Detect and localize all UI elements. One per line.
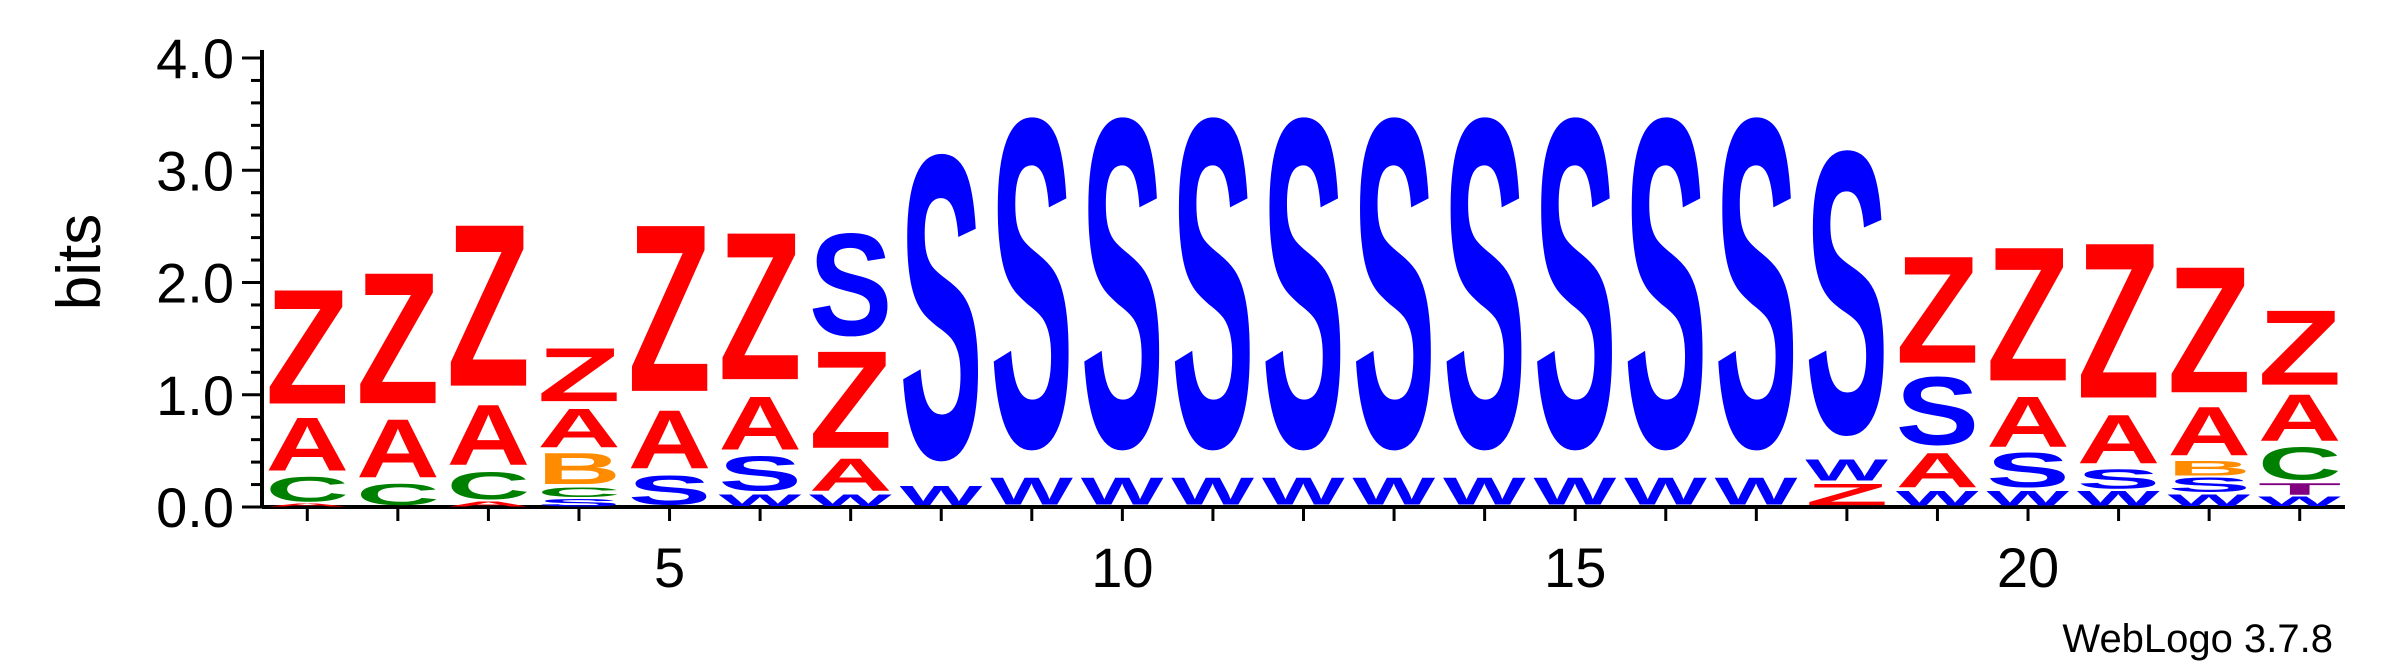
logo-letter-w: W: [1171, 470, 1254, 513]
logo-letter-s: S: [718, 447, 801, 501]
chart-axes: 0.0 1.0 2.0 3.0 4.0 5 10 15 20: [156, 27, 2345, 599]
logo-letter-s: S: [1081, 19, 1164, 545]
logo-letter-z: Z: [537, 333, 620, 418]
logo-letter-a: A: [447, 387, 530, 484]
logo-letter-b: B: [2167, 456, 2250, 479]
logo-letter-s: S: [537, 496, 620, 508]
y-tick-label: 4.0: [156, 27, 234, 90]
logo-letter-s: S: [990, 19, 1073, 545]
logo-letter-s: S: [1262, 19, 1345, 545]
logo-letter-z: Z: [718, 188, 801, 425]
logo-letter-s: S: [900, 64, 983, 549]
x-tick-label: 5: [654, 536, 685, 599]
logo-letter-w: W: [1624, 470, 1707, 513]
logo-letter-s: S: [1896, 357, 1979, 466]
logo-letter-s: S: [2077, 463, 2160, 494]
logo-letter-a: A: [718, 380, 801, 466]
logo-letter-a: A: [2258, 381, 2341, 455]
logo-letter-a: A: [266, 401, 349, 487]
logo-letter-s: S: [809, 203, 892, 366]
logo-letter-z: Z: [809, 322, 892, 478]
logo-letter-w: W: [1805, 453, 1888, 487]
logo-letter-z: Z: [1986, 207, 2069, 421]
logo-letter-t: T: [2258, 480, 2341, 499]
logo-letter-s: S: [1715, 19, 1798, 545]
logo-letter-z: Z: [2077, 197, 2160, 445]
logo-letter-c: C: [537, 485, 620, 500]
logo-letter-s: S: [1534, 19, 1617, 545]
logo-letter-w: W: [1352, 470, 1435, 513]
logo-letter-w: W: [1262, 470, 1345, 513]
logo-letter-w: W: [1081, 470, 1164, 513]
logo-letter-w: W: [900, 480, 984, 511]
logo-letter-z: Z: [628, 176, 711, 443]
weblogo-credit: WebLogo 3.7.8: [2062, 617, 2333, 661]
logo-letter-s: S: [628, 467, 711, 514]
logo-letter-z: Z: [1896, 224, 1979, 395]
logo-letter-w: W: [1986, 487, 2070, 511]
logo-letter-z: Z: [356, 233, 439, 444]
logo-letter-w: W: [1534, 470, 1617, 513]
logo-letter-w: W: [1896, 487, 1980, 511]
x-tick-label: 10: [1091, 536, 1153, 599]
y-tick-label: 0.0: [156, 476, 234, 539]
logo-letter-s: S: [1171, 19, 1254, 545]
logo-letter-a: A: [2167, 393, 2250, 470]
logo-letter-w: W: [718, 491, 801, 510]
logo-letter-w: W: [2077, 487, 2161, 511]
logo-letter-a: A: [537, 398, 620, 460]
logo-letter-s: S: [1805, 69, 1888, 519]
logo-letter-a: A: [356, 402, 439, 495]
logo-letter-a: A: [2077, 401, 2160, 478]
logo-letter-c: C: [356, 477, 439, 511]
logo-letter-a: A: [628, 393, 711, 486]
logo-letter-w: W: [2167, 491, 2250, 510]
logo-letter-s: S: [1986, 443, 2069, 497]
y-tick-label: 2.0: [156, 252, 234, 315]
logo-letter-s: S: [2167, 473, 2250, 496]
logo-letter-s: S: [1624, 19, 1707, 545]
x-tick-label: 15: [1544, 536, 1606, 599]
logo-letter-z: Z: [266, 254, 349, 438]
logo-letter-a: A: [266, 503, 349, 508]
logo-letter-c: C: [2258, 438, 2341, 489]
x-tick-label: 20: [1997, 536, 2059, 599]
logo-letter-w: W: [2258, 494, 2342, 510]
logo-letter-z: Z: [1805, 477, 1888, 511]
logo-letter-a: A: [1896, 443, 1979, 497]
logo-letter-z: Z: [447, 176, 530, 436]
logo-letter-a: A: [809, 449, 892, 500]
logo-letter-w: W: [1715, 470, 1798, 513]
logo-letter-c: C: [266, 470, 349, 509]
logo-letter-w: W: [1443, 470, 1526, 513]
logo-letter-w: W: [990, 470, 1073, 513]
logo-letter-s: S: [1443, 19, 1526, 545]
logo-letter-z: Z: [2167, 229, 2250, 431]
y-axis-label: bits: [45, 214, 114, 310]
logo-letter-s: S: [1352, 19, 1435, 545]
logo-letter-a: A: [1986, 382, 2069, 462]
y-tick-label: 1.0: [156, 364, 234, 427]
logo-letter-z: Z: [2258, 288, 2341, 408]
logo-letter-c: C: [447, 464, 530, 507]
y-tick-label: 3.0: [156, 139, 234, 202]
logo-letter-a: A: [447, 500, 530, 508]
logo-letter-w: W: [809, 491, 892, 510]
logo-letter-b: B: [537, 444, 620, 494]
